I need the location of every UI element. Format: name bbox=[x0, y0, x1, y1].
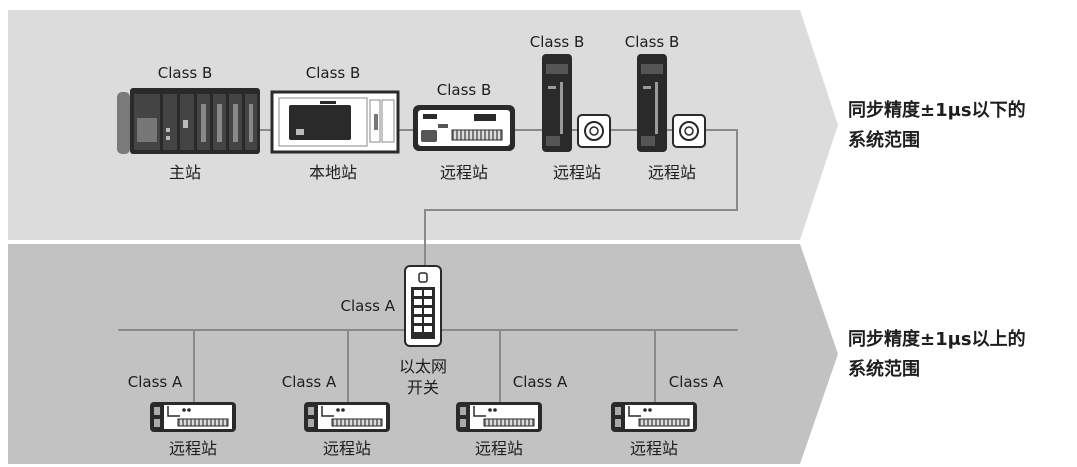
lower-remote-4-class-label: Class A bbox=[669, 373, 724, 391]
remote-servo-device-2 bbox=[637, 54, 706, 152]
upper-zone-description: 同步精度±1μs以下的 系统范围 bbox=[848, 96, 1073, 156]
switch-name-line2: 开关 bbox=[407, 378, 439, 397]
remote-io-class-label: Class B bbox=[437, 81, 492, 99]
remote-servo-1-name: 远程站 bbox=[553, 163, 601, 182]
lower-zone-line2: 系统范围 bbox=[848, 359, 920, 380]
local-station-device bbox=[270, 90, 400, 154]
master-station-name: 主站 bbox=[169, 163, 201, 182]
lower-remote-device-3 bbox=[456, 402, 542, 432]
remote-io-device bbox=[413, 105, 515, 151]
lower-remote-device-2 bbox=[304, 402, 390, 432]
master-station-class-label: Class B bbox=[158, 64, 213, 82]
remote-servo-1-class-label: Class B bbox=[530, 33, 585, 51]
lower-remote-2-class-label: Class A bbox=[282, 373, 337, 391]
local-station-class-label: Class B bbox=[306, 64, 361, 82]
remote-servo-2-class-label: Class B bbox=[625, 33, 680, 51]
local-station-name: 本地站 bbox=[309, 163, 357, 182]
switch-class-label: Class A bbox=[341, 297, 396, 315]
lower-remote-4-name: 远程站 bbox=[630, 439, 678, 458]
remote-servo-2-name: 远程站 bbox=[648, 163, 696, 182]
lower-remote-2-name: 远程站 bbox=[323, 439, 371, 458]
lower-remote-3-class-label: Class A bbox=[513, 373, 568, 391]
lower-remote-device-1 bbox=[150, 402, 236, 432]
remote-io-name: 远程站 bbox=[440, 163, 488, 182]
upper-zone-line1: 同步精度±1μs以下的 bbox=[848, 100, 1026, 121]
remote-servo-device-1 bbox=[542, 54, 611, 152]
lower-remote-1-class-label: Class A bbox=[128, 373, 183, 391]
ethernet-switch-device bbox=[404, 265, 442, 347]
master-station-device bbox=[117, 88, 260, 154]
switch-name-line1: 以太网 bbox=[399, 357, 447, 376]
lower-zone-description: 同步精度±1μs以上的 系统范围 bbox=[848, 325, 1073, 385]
lower-remote-3-name: 远程站 bbox=[475, 439, 523, 458]
lower-remote-1-name: 远程站 bbox=[169, 439, 217, 458]
lower-zone-line1: 同步精度±1μs以上的 bbox=[848, 329, 1026, 350]
upper-zone-line2: 系统范围 bbox=[848, 130, 920, 151]
lower-remote-device-4 bbox=[611, 402, 697, 432]
